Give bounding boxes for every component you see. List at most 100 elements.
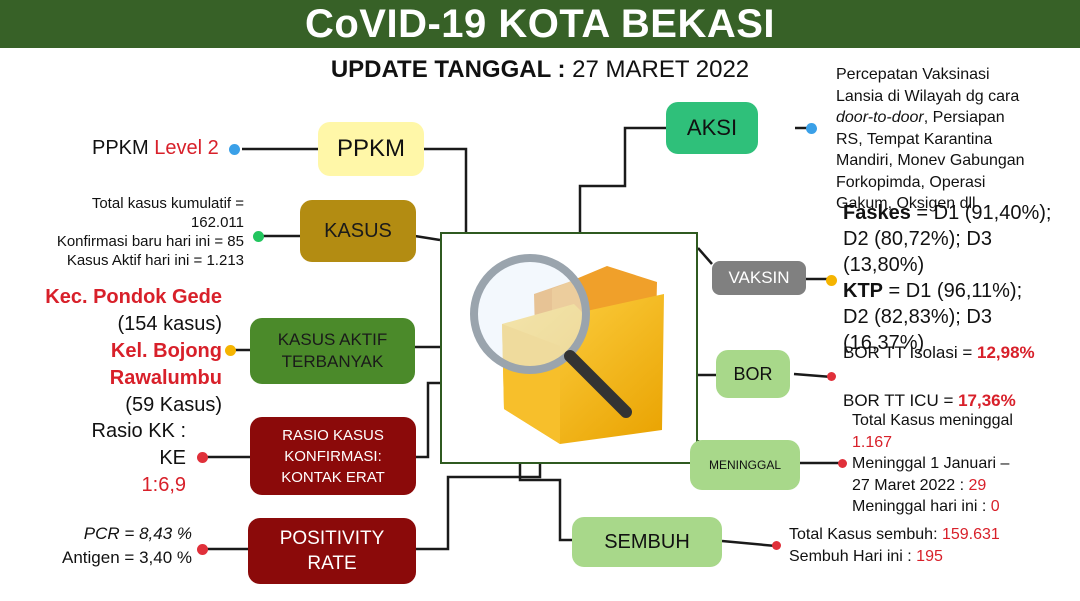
- meninggal-today-label: Meninggal hari ini :: [852, 498, 991, 515]
- bor-node-label: BOR: [733, 363, 773, 384]
- folder-magnifier-icon: [470, 254, 664, 444]
- positivity-node-line2: RATE: [307, 553, 357, 574]
- rasio-node-line1: RASIO KASUS: [282, 426, 384, 444]
- meninggal-today-value: 0: [990, 498, 1000, 515]
- ppkm-node-label: PPKM: [336, 135, 405, 162]
- kasus-line2: 162.011: [190, 214, 244, 231]
- aksi-text: Percepatan Vaksinasi Lansia di Wilayah d…: [836, 64, 1076, 215]
- kasus-node-label: KASUS: [324, 219, 392, 242]
- kelurahan-count: (59 Kasus): [125, 394, 222, 416]
- aksi-node[interactable]: AKSI: [666, 102, 758, 154]
- faskes-label: Faskes: [843, 202, 911, 224]
- rasio-value: 1:6,9: [141, 474, 186, 496]
- update-label: UPDATE TANGGAL :: [330, 56, 566, 83]
- meninggal-dot: [838, 459, 847, 468]
- kasus-line4: Kasus Aktif hari ini = 1.213: [66, 252, 244, 269]
- ppkm-dot: [229, 144, 240, 155]
- aksi-dot: [806, 123, 817, 134]
- kecamatan-count: (154 kasus): [117, 313, 223, 335]
- kasus-aktif-node-line2: TERBANYAK: [281, 352, 384, 371]
- aksi-line2: Lansia di Wilayah dg cara: [836, 87, 1020, 105]
- sembuh-total-value: 159.631: [941, 526, 1000, 543]
- aksi-line3-rest: , Persiapan: [923, 109, 1005, 126]
- bor-icu-label: BOR TT ICU =: [843, 391, 959, 410]
- vaksin-node[interactable]: VAKSIN: [712, 261, 806, 295]
- rasio-node-line3: KONTAK ERAT: [281, 468, 385, 486]
- bor-node[interactable]: BOR: [716, 350, 790, 398]
- sembuh-total-label: Total Kasus sembuh:: [789, 526, 942, 543]
- kasus-line3: Konfirmasi baru hari ini = 85: [56, 233, 244, 250]
- kasus-aktif-dot: [225, 345, 236, 356]
- bor-dot: [827, 372, 836, 381]
- sembuh-text: Total Kasus sembuh: 159.631 Sembuh Hari …: [789, 524, 1077, 567]
- meninggal-node[interactable]: MENINGGAL: [690, 440, 800, 490]
- aksi-line7: Gakum, Oksigen dll: [836, 195, 976, 212]
- update-date-line: UPDATE TANGGAL : 27 MARET 2022: [0, 56, 1080, 84]
- aksi-line5: Mandiri, Monev Gabungan: [836, 152, 1025, 169]
- meninggal-range-label-1: Meninggal 1 Januari –: [852, 455, 1010, 472]
- aksi-line4: RS, Tempat Karantina: [836, 130, 993, 148]
- positivity-node[interactable]: POSITIVITY RATE: [248, 518, 416, 584]
- ktp-line2: D2 (82,83%); D3: [843, 306, 992, 328]
- aksi-line6: Forkopimda, Operasi: [836, 173, 986, 191]
- rasio-dot: [197, 452, 208, 463]
- faskes-line3: (13,80%): [843, 254, 925, 276]
- pcr-label: PCR: [83, 524, 120, 543]
- positivity-dot: [197, 544, 208, 555]
- ppkm-prefix: PPKM: [92, 137, 149, 159]
- bor-icu-text: BOR TT ICU = 17,36%: [843, 390, 1016, 412]
- sembuh-today-label: Sembuh Hari ini :: [789, 547, 917, 565]
- aksi-line1: Percepatan Vaksinasi: [836, 66, 990, 83]
- kasus-line1: Total kasus kumulatif =: [91, 195, 244, 212]
- ktp-label: KTP: [843, 280, 883, 302]
- aksi-line3-em: door-to-door: [836, 109, 924, 126]
- bor-isolasi-text: BOR TT Isolasi = 12,98%: [843, 342, 1035, 364]
- meninggal-range-value: 29: [968, 476, 987, 494]
- aksi-node-label: AKSI: [686, 115, 738, 140]
- ppkm-node[interactable]: PPKM: [318, 122, 424, 176]
- vaksin-text: Faskes = D1 (91,40%); D2 (80,72%); D3 (1…: [843, 200, 1077, 356]
- sembuh-node-label: SEMBUH: [604, 530, 690, 553]
- ppkm-level: Level 2: [154, 137, 219, 159]
- sembuh-dot: [772, 541, 781, 550]
- rasio-text: Rasio KK : KE 1:6,9: [60, 418, 186, 499]
- kasus-dot: [253, 231, 264, 242]
- meninggal-text: Total Kasus meninggal 1.167 Meninggal 1 …: [852, 410, 1076, 518]
- center-illustration-box: [440, 232, 698, 464]
- kelurahan-name-line2: Rawalumbu: [109, 367, 222, 389]
- ktp-line1: = D1 (96,11%);: [883, 280, 1023, 302]
- rasio-node-line2: KONFIRMASI:: [284, 447, 382, 465]
- kasus-node[interactable]: KASUS: [300, 200, 416, 262]
- meninggal-total-label: Total Kasus meninggal: [852, 412, 1013, 429]
- meninggal-total-value: 1.167: [852, 433, 893, 451]
- meninggal-node-label: MENINGGAL: [708, 458, 781, 472]
- sembuh-today-value: 195: [916, 547, 943, 565]
- rasio-line1: Rasio KK :: [91, 420, 186, 442]
- sembuh-node[interactable]: SEMBUH: [572, 517, 722, 567]
- ppkm-text: PPKM Level 2: [92, 136, 219, 160]
- faskes-line2: D2 (80,72%); D3: [843, 228, 992, 250]
- kasus-text: Total kasus kumulatif = 162.011 Konfirma…: [8, 194, 244, 270]
- pcr-value: = 8,43 %: [124, 524, 192, 543]
- bor-icu-value: 17,36%: [958, 391, 1016, 410]
- vaksin-node-label: VAKSIN: [728, 268, 790, 287]
- kasus-aktif-text: Kec. Pondok Gede (154 kasus) Kel. Bojong…: [10, 284, 222, 419]
- bor-isolasi-label: BOR TT Isolasi =: [843, 343, 977, 362]
- kecamatan-name: Kec. Pondok Gede: [45, 286, 222, 308]
- kelurahan-name-line1: Kel. Bojong: [110, 340, 222, 362]
- title-banner: [0, 0, 1080, 48]
- faskes-line1: = D1 (91,40%);: [910, 202, 1052, 224]
- page-title: CoVID-19 KOTA BEKASI: [304, 2, 776, 46]
- antigen-value: = 3,40 %: [124, 548, 192, 567]
- ktp-line3: (16,37%): [843, 332, 925, 354]
- positivity-node-line1: POSITIVITY: [279, 528, 385, 549]
- meninggal-range-label-2: 27 Maret 2022 :: [852, 476, 969, 494]
- kasus-aktif-node-line1: KASUS AKTIF: [277, 330, 388, 349]
- positivity-text: PCR = 8,43 % Antigen = 3,40 %: [8, 522, 192, 570]
- rasio-line2: KE: [159, 447, 186, 469]
- rasio-node[interactable]: RASIO KASUS KONFIRMASI: KONTAK ERAT: [250, 417, 416, 495]
- kasus-aktif-node[interactable]: KASUS AKTIF TERBANYAK: [250, 318, 415, 384]
- vaksin-dot: [826, 275, 837, 286]
- bor-isolasi-value: 12,98%: [977, 343, 1035, 362]
